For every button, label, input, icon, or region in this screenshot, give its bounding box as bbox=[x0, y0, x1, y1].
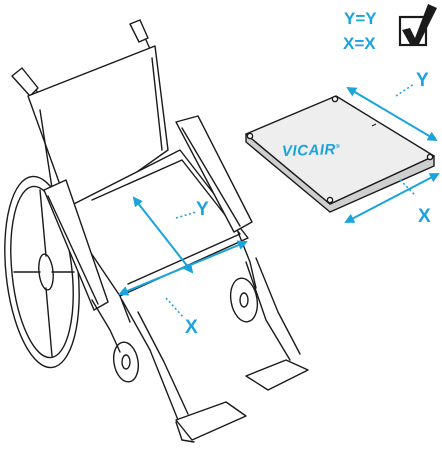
wheelchair-illustration bbox=[4, 19, 309, 443]
seat-measurement-arrows bbox=[118, 196, 248, 319]
cushion-label-y: Y bbox=[416, 70, 429, 91]
seat-x-arrow bbox=[118, 240, 248, 296]
check-box-icon bbox=[398, 4, 437, 47]
cushion-label-x: X bbox=[418, 206, 431, 227]
cushion-y-leader bbox=[395, 83, 415, 97]
seat-y-leader bbox=[175, 211, 197, 219]
cushion-x-leader bbox=[399, 179, 417, 197]
cushion-x-arrow bbox=[344, 173, 440, 223]
cushion-y-arrow bbox=[346, 86, 438, 142]
cushion-measurement-arrows bbox=[344, 83, 440, 223]
seat-x-leader bbox=[165, 297, 185, 319]
seat-label-y: Y bbox=[196, 199, 209, 220]
legend-eq-y: Y=Y bbox=[344, 9, 377, 28]
cushion-brand-logo: VICAIR® bbox=[281, 141, 341, 161]
cushion-brand-text: VICAIR bbox=[281, 141, 337, 161]
seat-label-x: X bbox=[185, 317, 198, 338]
legend-eq-x: X=X bbox=[343, 34, 376, 53]
